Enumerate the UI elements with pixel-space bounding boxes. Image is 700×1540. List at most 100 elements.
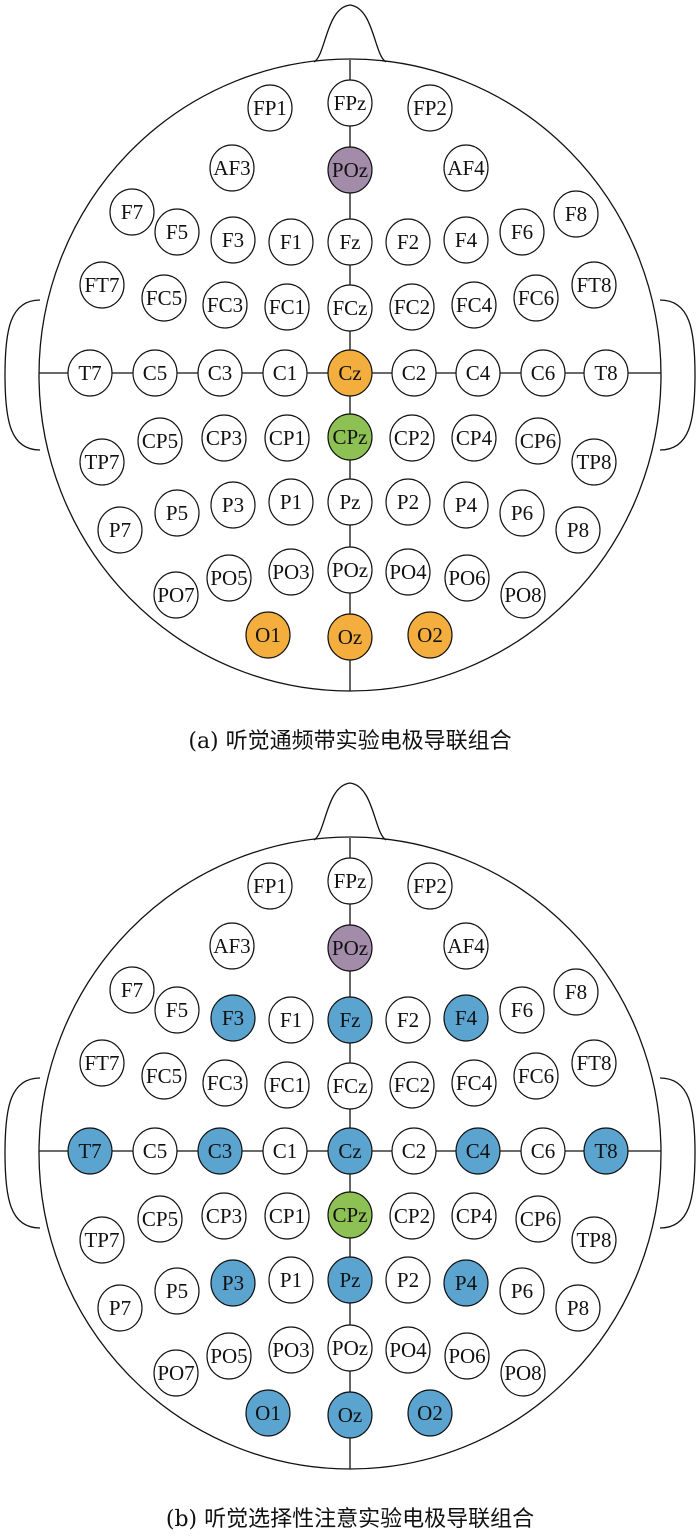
electrode-label: P7 bbox=[109, 518, 131, 542]
electrode-label: CP1 bbox=[269, 1204, 305, 1228]
electrode-AF3: AF3 bbox=[209, 922, 255, 970]
electrode-label: FT8 bbox=[576, 1051, 611, 1075]
electrode-circle bbox=[500, 1349, 546, 1397]
electrode-P7: P7 bbox=[97, 1284, 143, 1332]
electrode-O1: O1 bbox=[245, 1389, 291, 1437]
nose bbox=[313, 4, 387, 63]
electrode-circle bbox=[499, 986, 545, 1034]
electrode-FC6: FC6 bbox=[513, 274, 559, 322]
electrode-circle bbox=[67, 1127, 113, 1175]
electrode-label: FP1 bbox=[253, 96, 287, 120]
electrode-Cz: Cz bbox=[327, 349, 373, 397]
electrode-F5: F5 bbox=[154, 986, 200, 1034]
electrode-circle bbox=[247, 84, 293, 132]
electrode-C4: C4 bbox=[455, 1127, 501, 1175]
electrode-circle bbox=[327, 996, 373, 1044]
electrode-circle bbox=[268, 218, 314, 266]
electrode-circle bbox=[327, 1191, 373, 1239]
electrode-circle bbox=[451, 1192, 497, 1240]
electrode-circle bbox=[327, 1062, 373, 1110]
electrode-circle bbox=[553, 190, 599, 238]
electrode-circle bbox=[262, 349, 308, 397]
electrode-label: FC1 bbox=[269, 1073, 305, 1097]
electrode-label: Cz bbox=[338, 1139, 361, 1163]
electrode-C5: C5 bbox=[132, 1127, 178, 1175]
electrode-PO4: PO4 bbox=[385, 1326, 431, 1374]
electrode-label: C3 bbox=[208, 361, 233, 385]
electrode-label: F6 bbox=[511, 998, 533, 1022]
electrode-circle bbox=[555, 1284, 601, 1332]
electrode-P4: P4 bbox=[443, 1259, 489, 1307]
electrode-label: C6 bbox=[531, 361, 556, 385]
electrode-label: POz bbox=[332, 1336, 368, 1360]
electrode-label: Fz bbox=[340, 230, 361, 254]
electrode-circle bbox=[515, 417, 561, 465]
electrode-circle bbox=[327, 1256, 373, 1304]
electrode-circle bbox=[389, 414, 435, 462]
electrode-CP6: CP6 bbox=[515, 1195, 561, 1243]
electrode-circle bbox=[154, 208, 200, 256]
electrode-circle bbox=[262, 1127, 308, 1175]
electrode-T7: T7 bbox=[67, 349, 113, 397]
electrode-circle bbox=[389, 1061, 435, 1109]
electrode-FCz: FCz bbox=[327, 284, 373, 332]
electrode-circle bbox=[247, 862, 293, 910]
electrode-label: C6 bbox=[531, 1139, 556, 1163]
electrode-label: Oz bbox=[338, 1403, 363, 1427]
electrode-circle bbox=[499, 208, 545, 256]
electrode-label: C1 bbox=[273, 1139, 298, 1163]
electrode-label: FPz bbox=[334, 91, 367, 115]
electrode-CP4: CP4 bbox=[451, 414, 497, 462]
electrode-circle bbox=[197, 1127, 243, 1175]
electrode-label: POz bbox=[332, 158, 368, 182]
electrode-label: Pz bbox=[340, 490, 361, 514]
electrode-label: FT8 bbox=[576, 273, 611, 297]
electrode-label: C4 bbox=[466, 1139, 491, 1163]
electrode-circle bbox=[444, 1332, 490, 1380]
electrode-label: P2 bbox=[397, 490, 419, 514]
electrode-label: FC6 bbox=[518, 1064, 554, 1088]
electrode-FT7: FT7 bbox=[79, 261, 125, 309]
electrode-label: T7 bbox=[78, 361, 101, 385]
electrode-C2: C2 bbox=[391, 1127, 437, 1175]
electrode-CP2: CP2 bbox=[389, 1192, 435, 1240]
electrode-POz: POz bbox=[327, 924, 373, 972]
electrode-label: F1 bbox=[280, 1008, 302, 1032]
electrode-PO8: PO8 bbox=[500, 571, 546, 619]
electrode-circle bbox=[389, 283, 435, 331]
electrode-label: FC4 bbox=[456, 1071, 493, 1095]
electrode-circle bbox=[391, 1127, 437, 1175]
electrode-label: Cz bbox=[338, 361, 361, 385]
panel-caption: (b) 听觉选择性注意实验电极导联组合 bbox=[166, 1507, 534, 1532]
electrode-C6: C6 bbox=[520, 1127, 566, 1175]
electrode-circle bbox=[154, 489, 200, 537]
electrode-circle bbox=[109, 966, 155, 1014]
electrode-F6: F6 bbox=[499, 986, 545, 1034]
electrode-circle bbox=[520, 349, 566, 397]
electrode-circle bbox=[443, 481, 489, 529]
electrode-PO3: PO3 bbox=[268, 548, 314, 596]
electrode-FC5: FC5 bbox=[141, 1052, 187, 1100]
electrode-circle bbox=[201, 414, 247, 462]
electrode-circle bbox=[201, 1192, 247, 1240]
electrode-label: CP2 bbox=[394, 1204, 430, 1228]
electrode-label: Fz bbox=[340, 1008, 361, 1032]
electrode-Pz: Pz bbox=[327, 1256, 373, 1304]
electrode-label: T8 bbox=[594, 361, 617, 385]
electrode-label: FC4 bbox=[456, 293, 493, 317]
electrode-label: CP5 bbox=[142, 1207, 178, 1231]
electrode-CPz: CPz bbox=[327, 413, 373, 461]
electrode-circle bbox=[137, 1195, 183, 1243]
electrode-circle bbox=[407, 84, 453, 132]
electrode-P5: P5 bbox=[154, 1267, 200, 1315]
electrode-P8: P8 bbox=[555, 506, 601, 554]
electrode-CP4: CP4 bbox=[451, 1192, 497, 1240]
right-ear bbox=[659, 1077, 696, 1229]
panel-caption: (a) 听觉通频带实验电极导联组合 bbox=[188, 729, 511, 754]
electrode-F8: F8 bbox=[553, 190, 599, 238]
electrode-circle bbox=[385, 996, 431, 1044]
electrode-label: F4 bbox=[455, 228, 478, 252]
electrode-label: P4 bbox=[455, 1271, 478, 1295]
electrode-label: F8 bbox=[565, 202, 587, 226]
